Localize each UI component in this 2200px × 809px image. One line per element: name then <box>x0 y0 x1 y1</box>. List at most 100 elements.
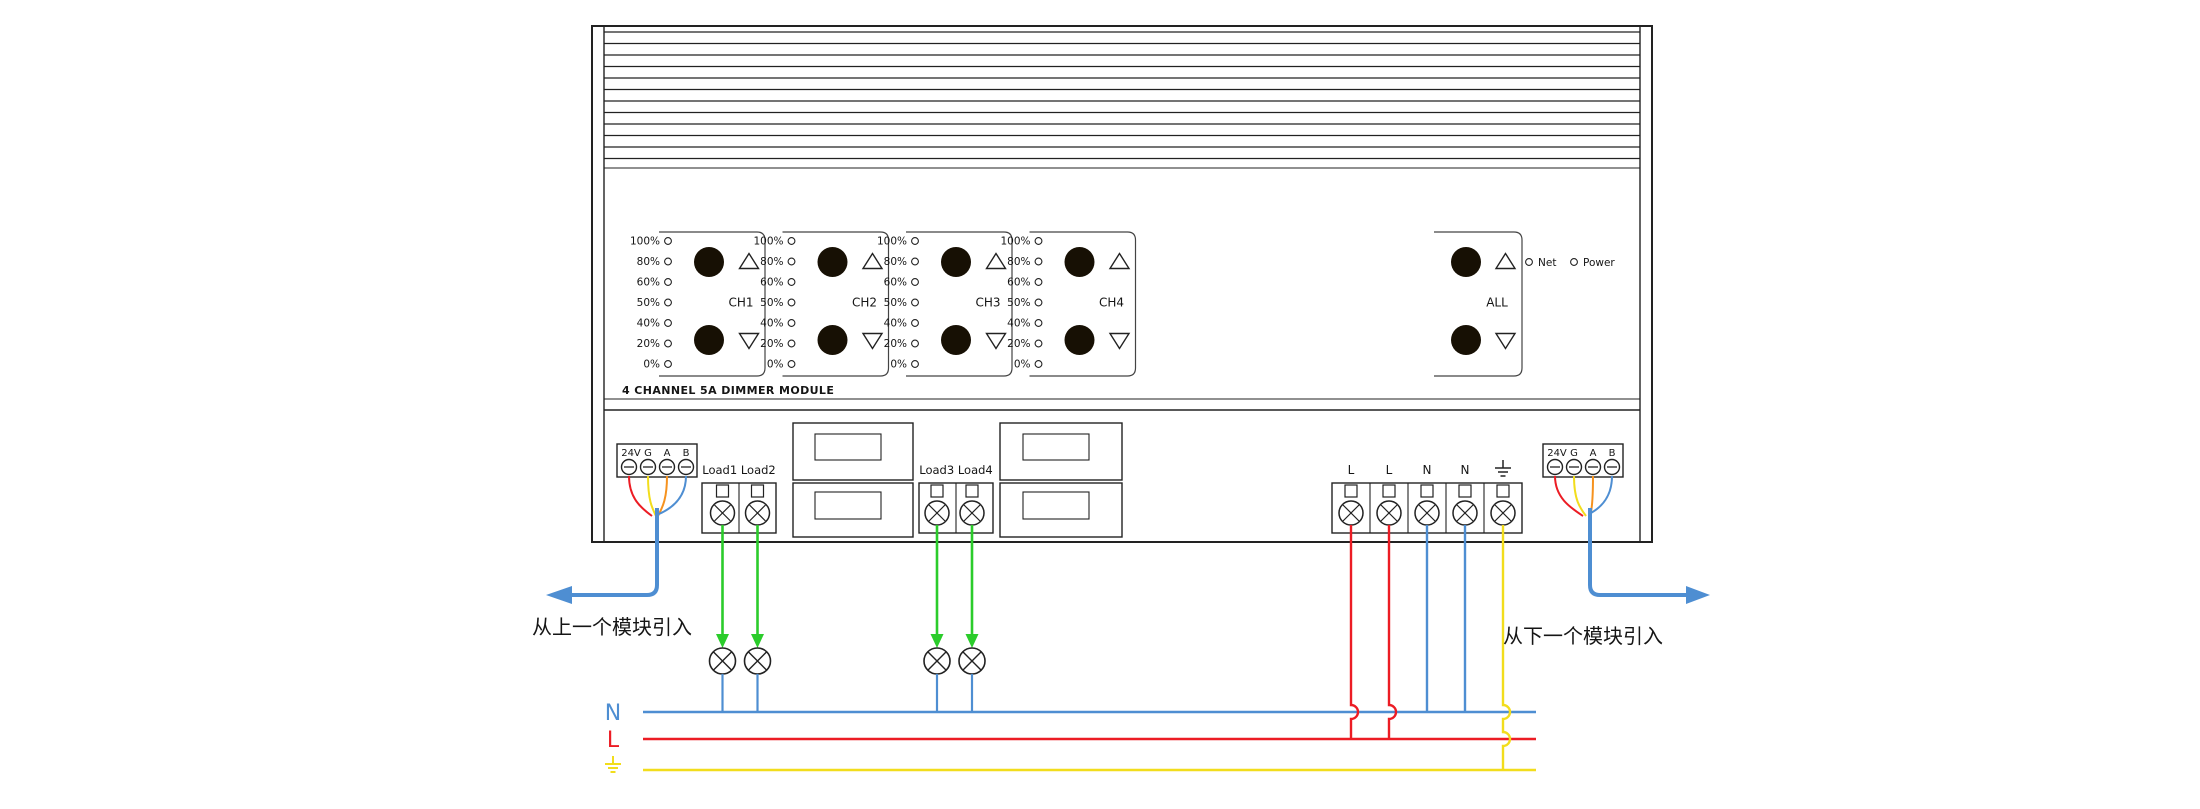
led-scale-label: 20% <box>1007 338 1030 350</box>
live-bus-label: L <box>607 728 620 753</box>
screw-slot <box>714 504 731 522</box>
bus-cable-run <box>1588 508 1686 597</box>
cover-knockout <box>1022 491 1090 520</box>
power-label: Power <box>1583 257 1615 269</box>
led-scale-label: 50% <box>637 297 660 309</box>
wire-port <box>1344 484 1358 498</box>
triangle-down-icon <box>738 332 760 350</box>
led-scale-label: 50% <box>884 297 907 309</box>
led-indicator <box>664 319 672 327</box>
screw-slot <box>1380 504 1398 522</box>
dim-up-button <box>817 247 848 277</box>
led-indicator <box>787 360 796 368</box>
bus-cable-left <box>546 475 687 604</box>
all-label: ALL <box>1486 296 1508 310</box>
wire-port <box>715 484 730 498</box>
blank-cover-left <box>792 422 914 538</box>
dim-up-button <box>941 247 971 277</box>
led-scale-label: 80% <box>1007 256 1030 268</box>
module-title: 4 CHANNEL 5A DIMMER MODULE <box>622 384 834 397</box>
wire-port <box>1496 484 1510 498</box>
led-scale-label: 0% <box>643 359 660 371</box>
led-indicator <box>911 257 919 266</box>
load-wire-arrowhead <box>965 634 979 648</box>
all-down-button <box>1451 325 1481 355</box>
channel-bracket <box>782 231 890 377</box>
arrow-right-icon <box>1686 586 1710 604</box>
lamp-cross <box>712 651 733 671</box>
bus-cable-right <box>1554 475 1710 604</box>
triangle-down-icon <box>861 332 884 350</box>
screw-slot <box>1494 504 1512 522</box>
wire-port <box>1382 484 1396 498</box>
bus-wire-g <box>1573 475 1587 517</box>
earth-wire <box>1501 525 1512 770</box>
triangle-up-icon <box>985 252 1007 270</box>
blank-cover-right <box>999 422 1123 538</box>
bus-wire-24v <box>628 475 653 517</box>
led-indicator <box>1034 278 1043 286</box>
led-indicator <box>664 278 672 286</box>
led-scale-label: 80% <box>760 256 783 268</box>
led-scale-label: 60% <box>637 277 660 289</box>
power-indicator <box>1570 258 1578 266</box>
bus-terminal-label: 24V <box>1547 448 1567 459</box>
triangle-down-icon <box>985 332 1007 350</box>
led-indicator <box>1034 319 1043 327</box>
bus-terminal-label: 24V <box>621 448 641 459</box>
neutral-bus-label: N <box>605 701 621 726</box>
cover-knockout <box>814 491 882 520</box>
led-scale-label: 40% <box>1007 318 1030 330</box>
dim-down-button <box>817 325 848 355</box>
led-scale-label: 60% <box>1007 277 1030 289</box>
led-indicator <box>911 319 919 327</box>
channel-group-ch4: 100%80%60%50%40%20%0%CH4 <box>1000 231 1137 377</box>
dim-down-button <box>941 325 971 355</box>
led-scale-label: 40% <box>884 318 907 330</box>
led-scale-label: 0% <box>890 359 907 371</box>
led-indicator <box>911 278 919 286</box>
led-scale-label: 60% <box>760 277 783 289</box>
annotation-to-next: 从下一个模块引入 <box>1503 624 1663 648</box>
load-wire-arrowhead <box>716 634 729 648</box>
bus-wire-b <box>658 475 687 515</box>
bus-terminal-label: B <box>683 448 690 459</box>
screw-slot <box>963 504 981 522</box>
all-up-button <box>1451 247 1481 277</box>
led-indicator <box>911 237 919 245</box>
lamp-cross <box>927 651 947 671</box>
channel-label: CH4 <box>1099 296 1124 310</box>
triangle-up-icon <box>1108 252 1131 270</box>
screw-slot <box>1342 504 1360 522</box>
channel-group-ch2: 100%80%60%50%40%20%0%CH2 <box>753 231 890 377</box>
wire-port <box>750 484 765 498</box>
bus-terminal-label: A <box>1590 448 1597 459</box>
triangle-up-icon <box>738 252 760 270</box>
led-indicator <box>787 298 796 307</box>
led-indicator <box>787 339 796 348</box>
channel-group-ch3: 100%80%60%50%40%20%0%CH3 <box>877 231 1013 377</box>
load-wire-arrowhead <box>751 634 764 648</box>
screw-slot <box>928 504 946 522</box>
cover-knockout <box>1022 433 1090 461</box>
led-scale-label: 20% <box>760 338 783 350</box>
led-indicator <box>1034 360 1043 368</box>
led-indicator <box>664 237 672 245</box>
all-bracket <box>1434 231 1523 377</box>
led-scale-label: 80% <box>884 256 907 268</box>
led-indicator <box>787 319 796 327</box>
triangle-down-icon <box>1494 332 1517 350</box>
led-indicator <box>1034 237 1043 245</box>
bus-wire-24v <box>1554 475 1584 517</box>
load-left-label: Load1 Load2 <box>702 463 775 477</box>
led-scale-label: 80% <box>637 256 660 268</box>
led-scale-label: 0% <box>1014 359 1031 371</box>
power-terminal-label: L <box>1348 463 1355 477</box>
power-terminal-label: N <box>1461 463 1470 477</box>
dim-up-button <box>1064 247 1095 277</box>
channel-bracket <box>1029 231 1137 377</box>
led-scale-label: 40% <box>637 318 660 330</box>
